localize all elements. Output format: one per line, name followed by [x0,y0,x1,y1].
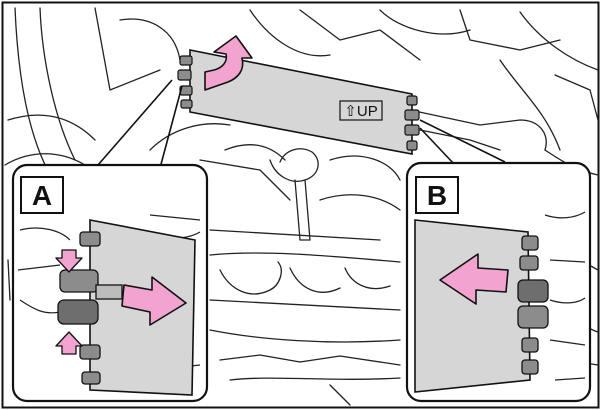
up-label: ⇧UP [344,103,377,120]
clip-icon [518,306,548,328]
clip-icon [522,360,538,374]
inset-a-label: A [32,180,52,211]
clip-icon [60,270,98,292]
inset-b: B [407,163,590,401]
clip-icon [82,372,100,384]
inset-a: A [13,165,207,401]
clip-icon [522,338,538,352]
clip-icon [518,280,548,302]
clip-icon [80,345,100,359]
inset-b-label: B [427,180,447,211]
clip-icon [522,236,538,250]
inset-b-panel [415,220,530,392]
clip-icon [520,256,538,270]
clip-icon [80,232,100,246]
clip-icon [58,300,98,324]
